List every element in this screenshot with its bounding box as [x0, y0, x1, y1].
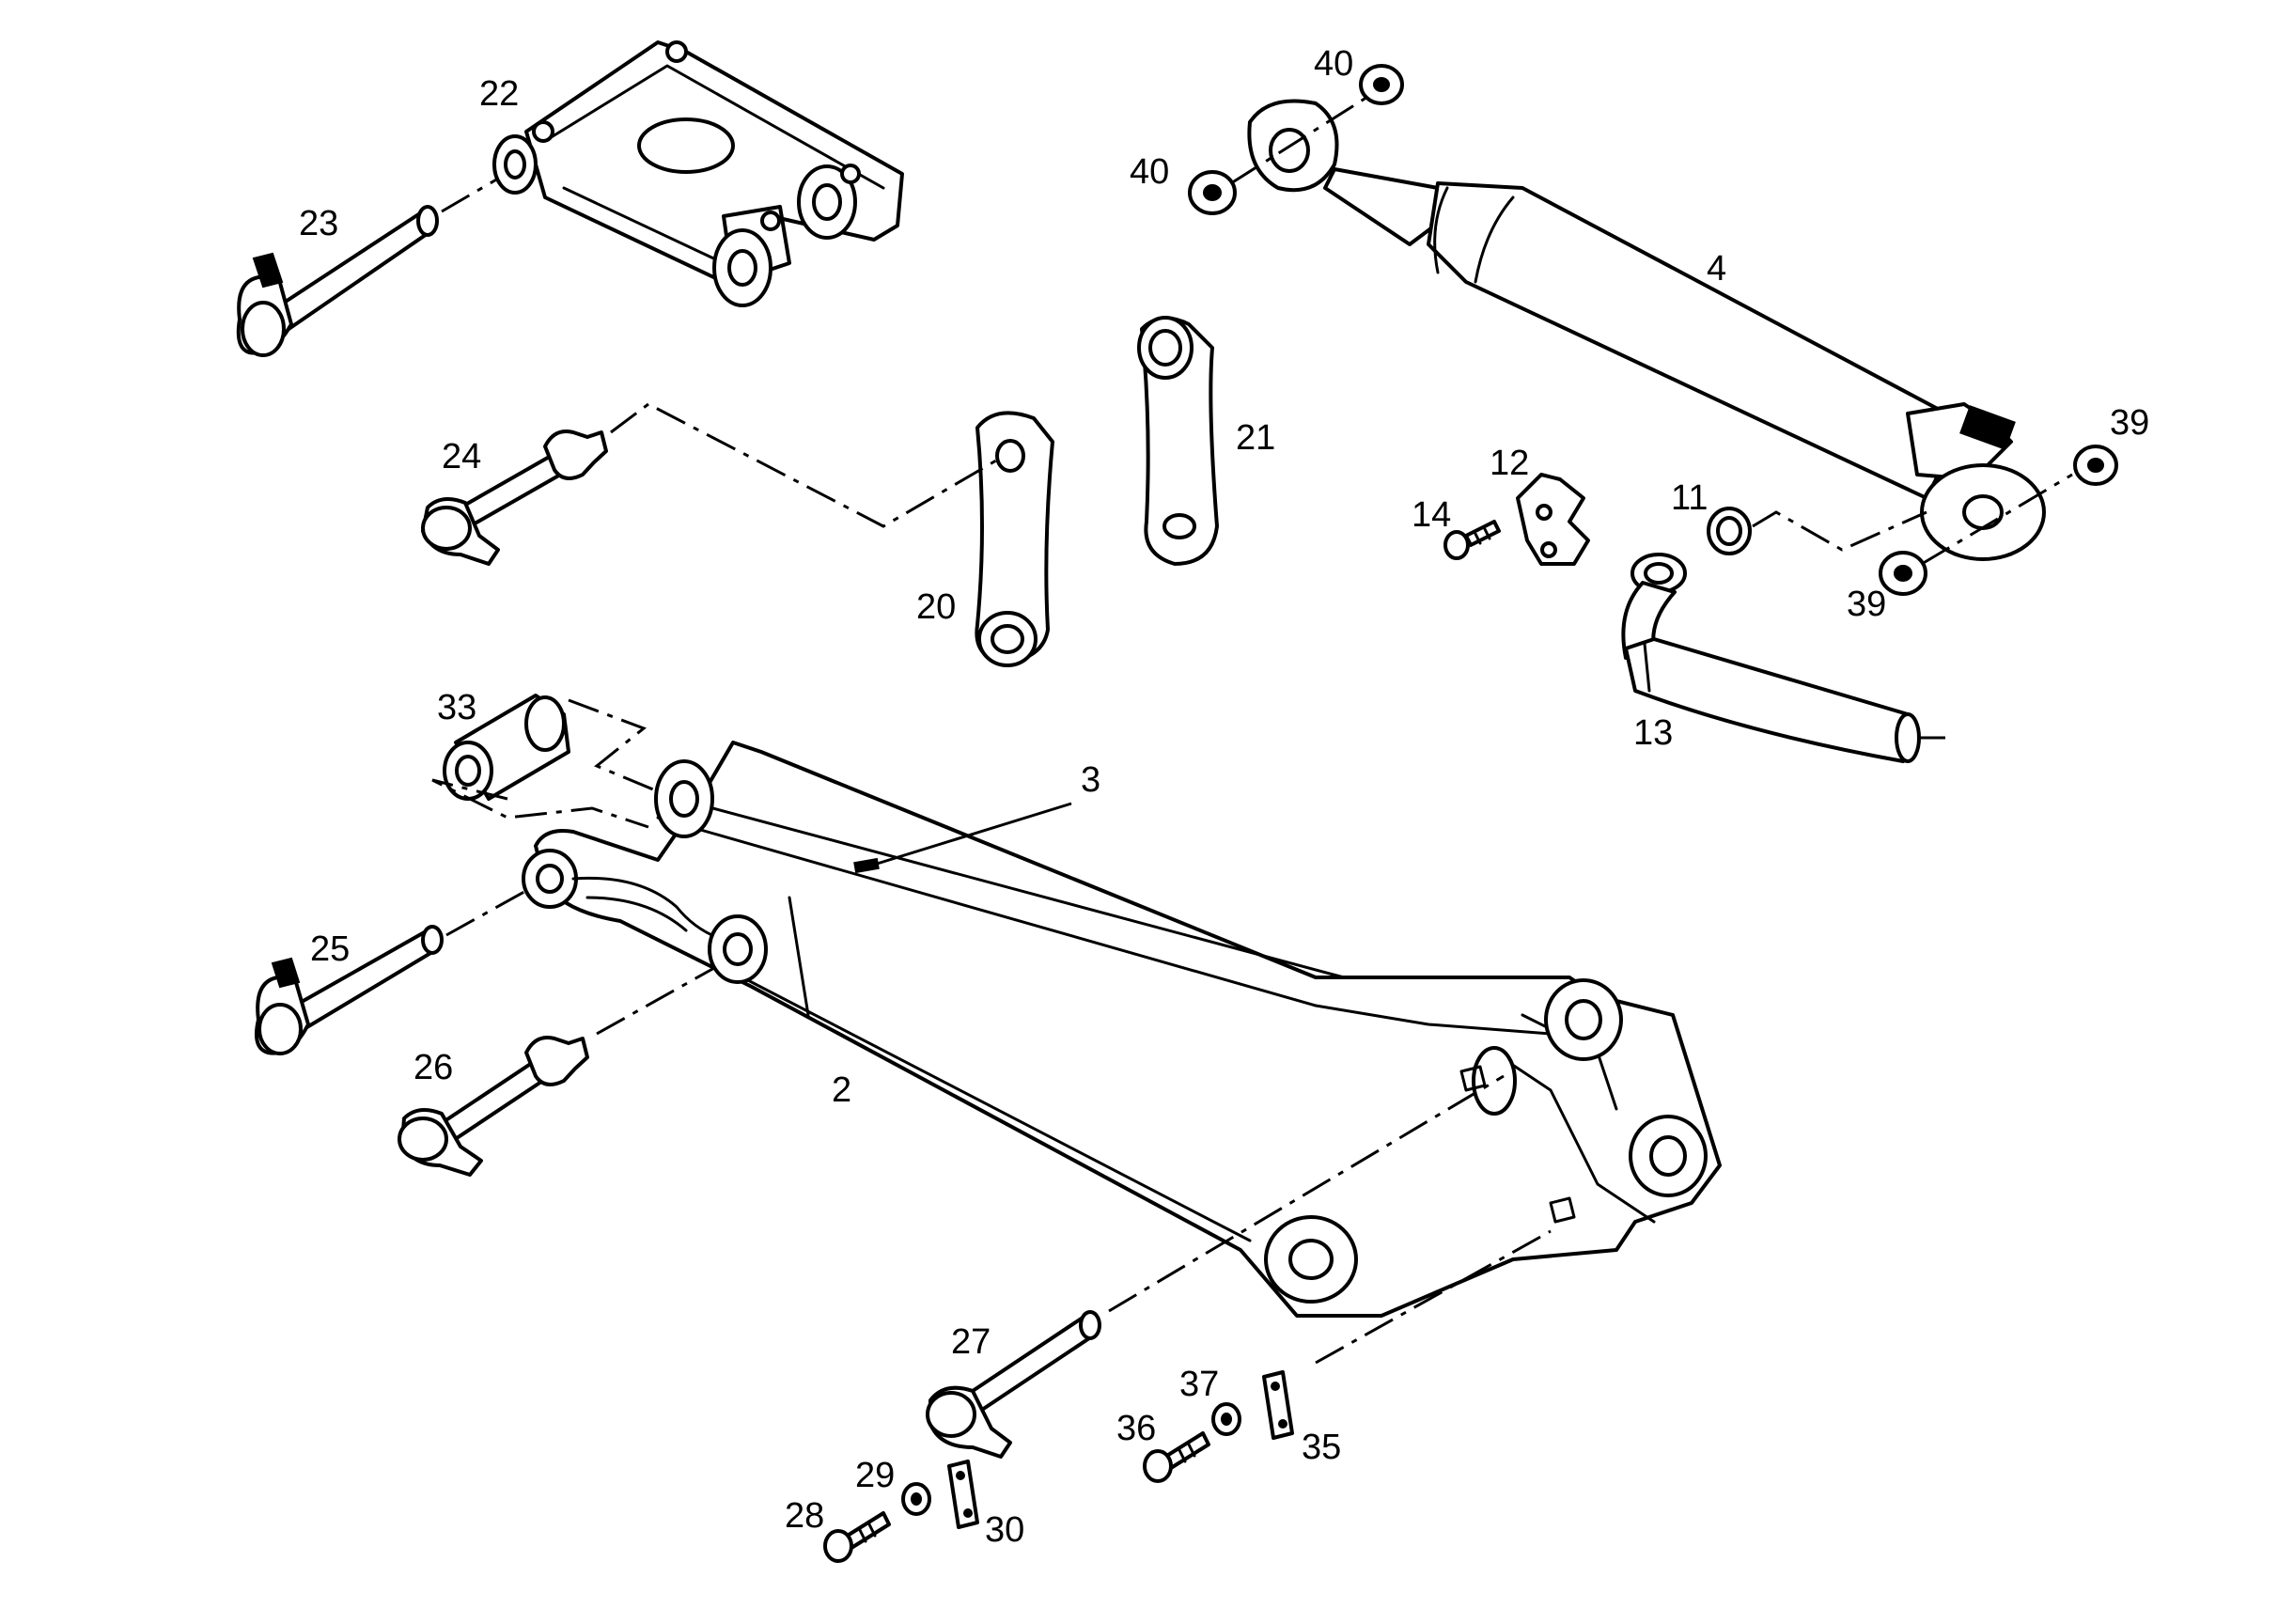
part-30-lock-plate	[947, 1460, 979, 1529]
callout-11: 11	[1671, 478, 1708, 518]
callout-24: 24	[442, 437, 481, 476]
callout-27: 27	[951, 1322, 991, 1362]
part-35-lock-plate	[1262, 1370, 1294, 1440]
part-40-washer-top	[1359, 64, 1404, 105]
callout-12: 12	[1490, 444, 1529, 483]
part-11-seal-ring	[1707, 507, 1752, 555]
callout-33: 33	[437, 688, 476, 727]
part-24-pin	[421, 429, 608, 566]
callout-36: 36	[1116, 1409, 1156, 1448]
part-2-main-boom	[522, 741, 1722, 1318]
callout-30: 30	[985, 1510, 1024, 1550]
part-22-link-bracket	[492, 40, 904, 307]
callout-40-top: 40	[1314, 44, 1353, 84]
callout-25: 25	[310, 929, 350, 969]
callout-14: 14	[1412, 495, 1451, 535]
part-36-bolt	[1143, 1431, 1210, 1483]
part-12-clamp	[1516, 473, 1590, 566]
leader-33	[568, 698, 660, 800]
part-40-washer-left	[1188, 170, 1237, 215]
callout-2: 2	[832, 1070, 851, 1110]
callout-35: 35	[1302, 1428, 1341, 1467]
leader-27	[1108, 1074, 1505, 1313]
leader-11	[1752, 510, 1927, 552]
callout-21: 21	[1236, 418, 1275, 458]
leader-39	[1921, 473, 2073, 566]
callout-13: 13	[1633, 713, 1673, 753]
part-23-pin	[236, 205, 439, 357]
callout-40-left: 40	[1130, 152, 1169, 192]
callout-20: 20	[916, 587, 956, 627]
leader-35	[1315, 1229, 1552, 1365]
callout-4: 4	[1707, 249, 1726, 289]
part-4-hydraulic-cylinder	[1247, 99, 2046, 561]
callout-3: 3	[1081, 760, 1100, 800]
part-37-washer	[1211, 1402, 1241, 1436]
callout-23: 23	[299, 204, 338, 243]
part-39-washer-right	[2073, 445, 2118, 486]
callout-26: 26	[413, 1048, 453, 1087]
part-14-bolt	[1443, 520, 1501, 560]
callout-28: 28	[785, 1496, 824, 1536]
leader-23	[441, 177, 499, 213]
callout-22: 22	[479, 74, 519, 114]
leader-24-20	[610, 402, 997, 528]
part-27-pin	[926, 1310, 1101, 1459]
leader-25	[445, 886, 532, 937]
leader-26	[596, 966, 715, 1036]
part-33-bushing	[443, 694, 570, 801]
callout-29: 29	[855, 1456, 895, 1495]
leader-40	[1230, 92, 1373, 185]
part-28-bolt	[823, 1511, 891, 1563]
part-21-link	[1137, 316, 1219, 566]
leader-33b	[431, 778, 649, 829]
leader-3	[873, 802, 1072, 867]
part-29-washer	[901, 1482, 931, 1516]
part-13-hose	[1621, 553, 1945, 763]
part-25-pin	[255, 925, 444, 1055]
callout-39-right: 39	[2110, 403, 2149, 443]
part-26-pin	[398, 1036, 589, 1177]
callout-39-left: 39	[1847, 585, 1886, 624]
callout-37: 37	[1179, 1365, 1219, 1404]
callout-labels: 22 23 40 40 4 21 24 12 14 11 39 39 20 13…	[299, 44, 2149, 1550]
part-39-washer-left	[1879, 551, 1927, 596]
part-20-link	[975, 411, 1054, 667]
